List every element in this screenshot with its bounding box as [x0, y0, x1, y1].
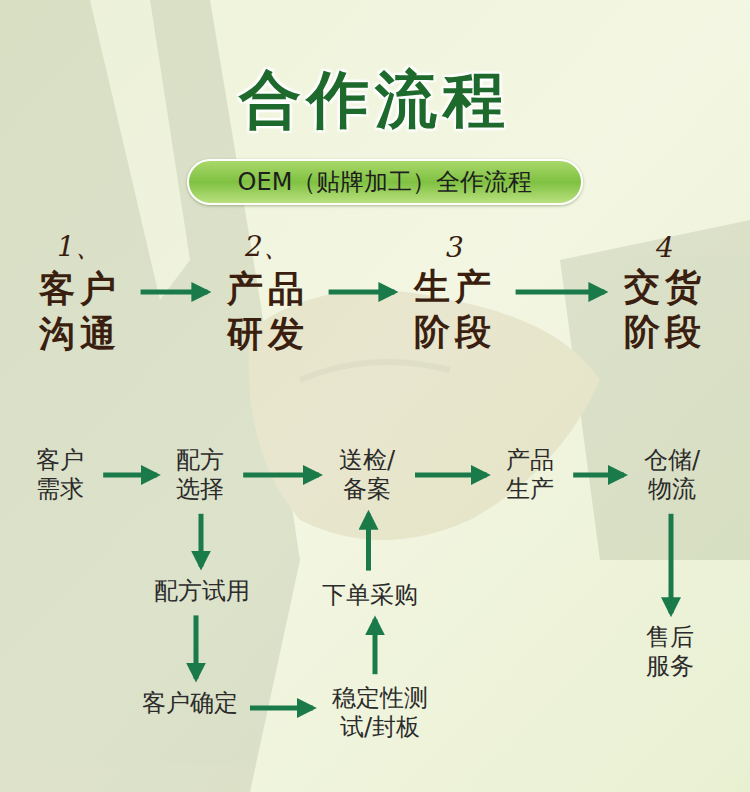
step-label: 售后 服务 — [639, 623, 701, 681]
step-label: 下单采购 — [322, 581, 418, 610]
stage-step: 3生产 阶段 — [400, 227, 509, 358]
step-number: 4 — [616, 231, 713, 264]
process-step: 下单采购 — [316, 577, 424, 614]
step-label: 客户确定 — [142, 689, 238, 718]
subtitle-band: OEM（贴牌加工）全作流程 — [187, 159, 583, 205]
process-step: 客户 需求 — [23, 442, 97, 508]
process-step: 客户确定 — [136, 685, 244, 722]
process-step: 送检/ 备案 — [325, 442, 409, 508]
step-label: 生产 阶段 — [406, 264, 503, 354]
flow-arrow — [194, 615, 199, 678]
step-label: OEM（贴牌加工）全作流程 — [238, 166, 533, 198]
step-label: 配方试用 — [154, 577, 250, 606]
step-label: 送检/ 备案 — [331, 446, 403, 504]
stage-step: 2、产品 研发 — [213, 224, 322, 360]
flow-arrow — [103, 473, 157, 478]
process-step: 稳定性测 试/封板 — [319, 680, 441, 746]
flow-arrow — [573, 473, 624, 478]
title: 合作流程 — [0, 58, 750, 142]
flow-arrow — [198, 514, 203, 567]
process-step: 仓储/ 物流 — [630, 442, 714, 508]
flow-arrow — [372, 619, 377, 674]
step-label: 交货 阶段 — [616, 264, 713, 354]
step-number: 3 — [406, 231, 503, 264]
process-step: 配方试用 — [148, 573, 256, 610]
flow-arrow — [415, 473, 487, 478]
process-step: 配方 选择 — [163, 442, 237, 508]
step-label: 产品 研发 — [219, 266, 316, 356]
flow-arrow — [243, 473, 319, 478]
step-number: 2、 — [219, 228, 316, 266]
flow-arrow — [668, 514, 673, 613]
flow-arrow — [516, 290, 605, 295]
step-label: 仓储/ 物流 — [636, 446, 708, 504]
step-label: 产品 生产 — [499, 446, 561, 504]
flow-arrow — [250, 705, 313, 710]
flow-arrow — [366, 514, 371, 571]
step-label: 配方 选择 — [169, 446, 231, 504]
process-step: 售后 服务 — [633, 619, 707, 685]
process-step: 产品 生产 — [493, 442, 567, 508]
step-label: 客户 沟通 — [31, 266, 128, 356]
flow-arrow — [329, 290, 395, 295]
stage-step: 1、客户 沟通 — [25, 224, 134, 360]
step-number: 1、 — [31, 228, 128, 266]
flow-arrow — [141, 290, 208, 295]
step-label: 稳定性测 试/封板 — [325, 684, 435, 742]
stage-step: 4交货 阶段 — [610, 227, 719, 358]
step-label: 客户 需求 — [29, 446, 91, 504]
